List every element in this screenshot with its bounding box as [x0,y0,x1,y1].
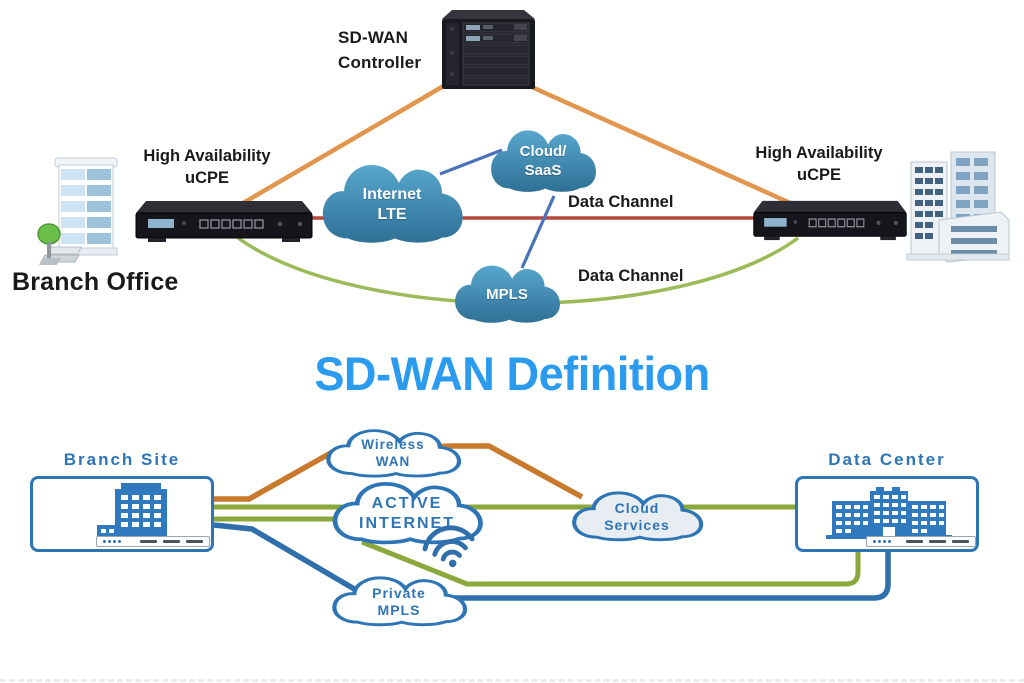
internet-saas-link-line [439,148,503,176]
branch-building-icon [97,483,167,537]
city-buildings-icon [905,148,1011,266]
datacenter-building-icon [826,487,952,539]
data-channel-label-2: Data Channel [578,267,684,285]
cloud-saas-label: Cloud/ SaaS [519,143,567,179]
cloud-services-label: Cloud Services [604,499,670,534]
cloud-icon [322,165,463,243]
cloud-saas-cloud: Cloud/ SaaS [486,120,600,204]
cloud-services-cloud: Cloud Services [568,485,706,549]
internet-datacenter-green-line [361,539,861,587]
cloud-icon [455,265,561,323]
branch-site-box [30,476,214,552]
wifi-icon [408,517,490,575]
mpls-cloud: MPLS [450,256,564,334]
mpls-label: MPLS [486,285,528,303]
cloud-icon [326,429,462,478]
internet-lte-label: Internet LTE [362,186,422,223]
cloud-icon [332,576,468,627]
data-center-box [795,476,979,552]
page-title: SD-WAN Definition [314,347,710,400]
private-mpls-label: Private MPLS [372,584,426,619]
branch-site-label: Branch Site [63,450,181,469]
private-mpls-cloud: Private MPLS [328,570,470,634]
server-chassis-icon [438,8,538,92]
branch-edge-device [96,536,210,547]
wireless-wan-label: Wireless WAN [361,437,425,469]
controller-right-link-line [524,81,798,209]
active-internet-label: ACTIVE INTERNET [359,495,455,532]
right-ucpe-label: High Availability uCPE [755,144,883,185]
ucpe-appliance-icon [134,198,314,244]
mpls-datacenter-blue-line [450,551,891,601]
data-channel-label-1: Data Channel [568,193,674,211]
branch-mpls-blue-line [213,522,358,593]
branch-office-label: Branch Office [12,268,179,296]
left-ucpe-label: High Availability uCPE [143,147,271,188]
controller-left-link-line [236,82,449,208]
datacenter-edge-device [866,536,976,547]
office-building-icon [35,148,130,266]
cloud-icon [491,130,597,192]
controller-label: SD-WAN Controller [338,28,422,72]
cloud-icon [572,491,704,542]
saas-mpls-link-line [520,195,556,269]
internet-lte-cloud: Internet LTE [316,152,468,258]
ucpe-appliance-icon [752,198,908,242]
wireless-wan-cloud: Wireless WAN [322,423,464,485]
data-center-label: Data Center [828,450,946,469]
